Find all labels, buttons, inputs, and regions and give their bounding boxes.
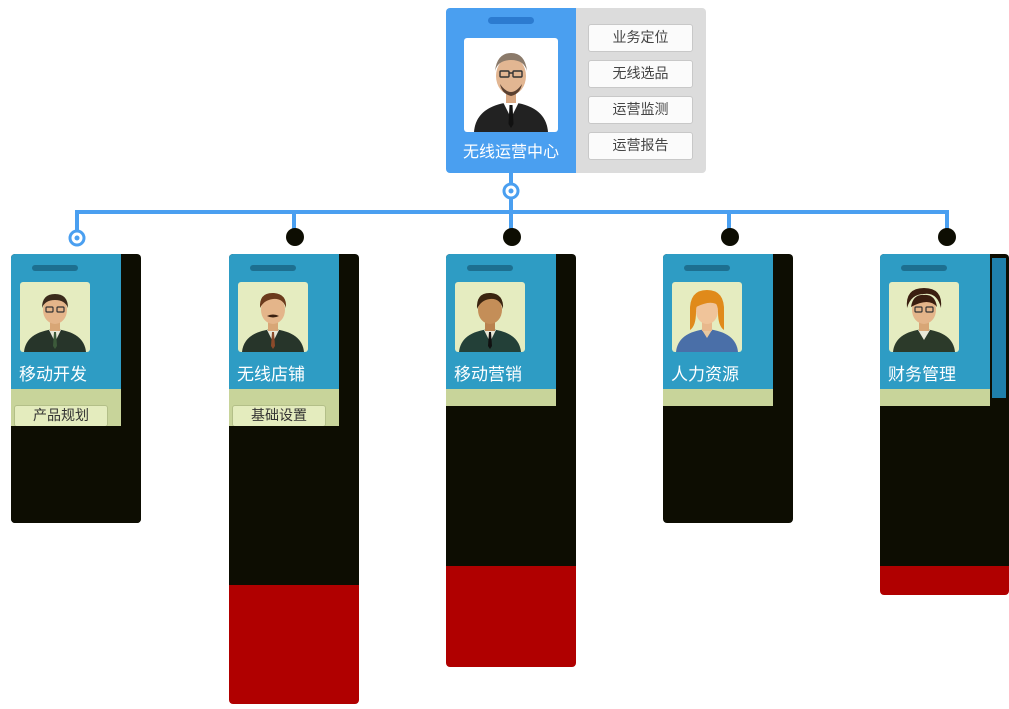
node-dot	[286, 228, 304, 246]
sub-item-basic-settings[interactable]: 基础设置	[232, 405, 326, 427]
department-label: 财务管理	[888, 365, 956, 385]
person-tie-avatar-icon	[459, 292, 521, 352]
menu-item-business-positioning[interactable]: 业务定位	[588, 24, 693, 52]
node-dot	[721, 228, 739, 246]
node-dot	[503, 228, 521, 246]
root-card-profile: 无线运营中心	[446, 8, 576, 173]
department-card-wireless-store[interactable]: 无线店铺 基础设置	[229, 254, 359, 704]
avatar	[20, 282, 90, 352]
department-label: 移动营销	[454, 365, 522, 385]
root-card[interactable]: 无线运营中心 业务定位 无线选品 运营监测 运营报告	[446, 8, 706, 173]
badge-slot	[467, 265, 513, 271]
avatar	[238, 282, 308, 352]
person-mustache-avatar-icon	[242, 292, 304, 352]
avatar	[455, 282, 525, 352]
manager-avatar-icon	[474, 53, 548, 132]
root-node-dot-inner	[508, 188, 514, 194]
badge-slot	[684, 265, 730, 271]
person-glasses-avatar-icon	[24, 294, 86, 352]
avatar	[889, 282, 959, 352]
menu-item-operation-monitoring[interactable]: 运营监测	[588, 96, 693, 124]
node-dot	[938, 228, 956, 246]
department-card-mobile-marketing[interactable]: 移动营销	[446, 254, 576, 667]
department-card-human-resources[interactable]: 人力资源	[663, 254, 793, 523]
department-label: 无线店铺	[237, 365, 305, 385]
side-menu-strip	[992, 258, 1006, 398]
menu-item-product-selection[interactable]: 无线选品	[588, 60, 693, 88]
department-card-finance[interactable]: 财务管理	[880, 254, 1009, 595]
department-label: 移动开发	[19, 365, 87, 385]
avatar	[672, 282, 742, 352]
department-card-mobile-dev[interactable]: 移动开发 产品规划	[11, 254, 141, 523]
woman-avatar-icon	[676, 290, 738, 352]
department-label: 人力资源	[671, 365, 739, 385]
sub-item-product-planning[interactable]: 产品规划	[14, 405, 108, 427]
badge-slot	[488, 17, 534, 24]
woman-glasses-avatar-icon	[893, 288, 955, 352]
avatar	[464, 38, 558, 132]
root-menu: 业务定位 无线选品 运营监测 运营报告	[576, 8, 706, 173]
menu-item-operation-report[interactable]: 运营报告	[588, 132, 693, 160]
badge-slot	[250, 265, 296, 271]
badge-slot	[32, 265, 78, 271]
badge-slot	[901, 265, 947, 271]
root-title: 无线运营中心	[462, 142, 559, 161]
